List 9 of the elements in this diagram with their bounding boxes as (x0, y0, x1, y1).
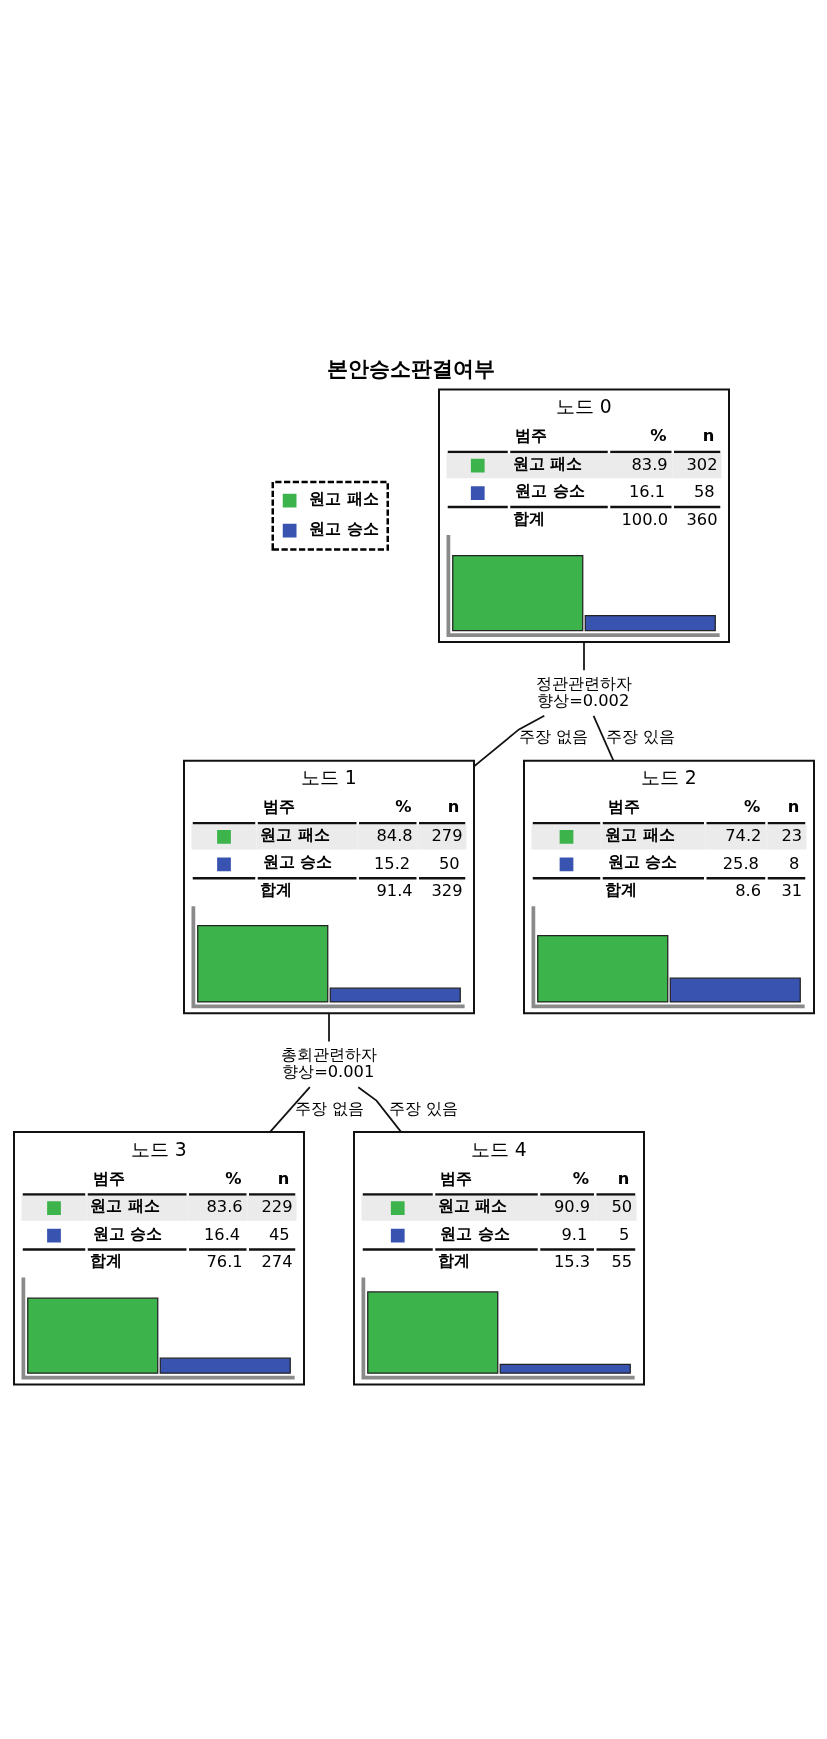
legend-label: 원고 패소 (308, 488, 379, 508)
legend-label: 원고 승소 (308, 518, 379, 538)
node-text: 정관관련하자 향상=0.002 (535, 673, 632, 710)
edge-label: 주장 없음 (294, 1098, 364, 1118)
node-text: 총회관련하자 향상=0.001 (280, 1044, 377, 1081)
edge-label: 주장 없음 (518, 726, 588, 746)
edge-label: 주장 있음 (605, 726, 675, 746)
diagram-title: 본안승소판결여부 (326, 355, 495, 381)
edge-label: 주장 있음 (388, 1098, 458, 1118)
